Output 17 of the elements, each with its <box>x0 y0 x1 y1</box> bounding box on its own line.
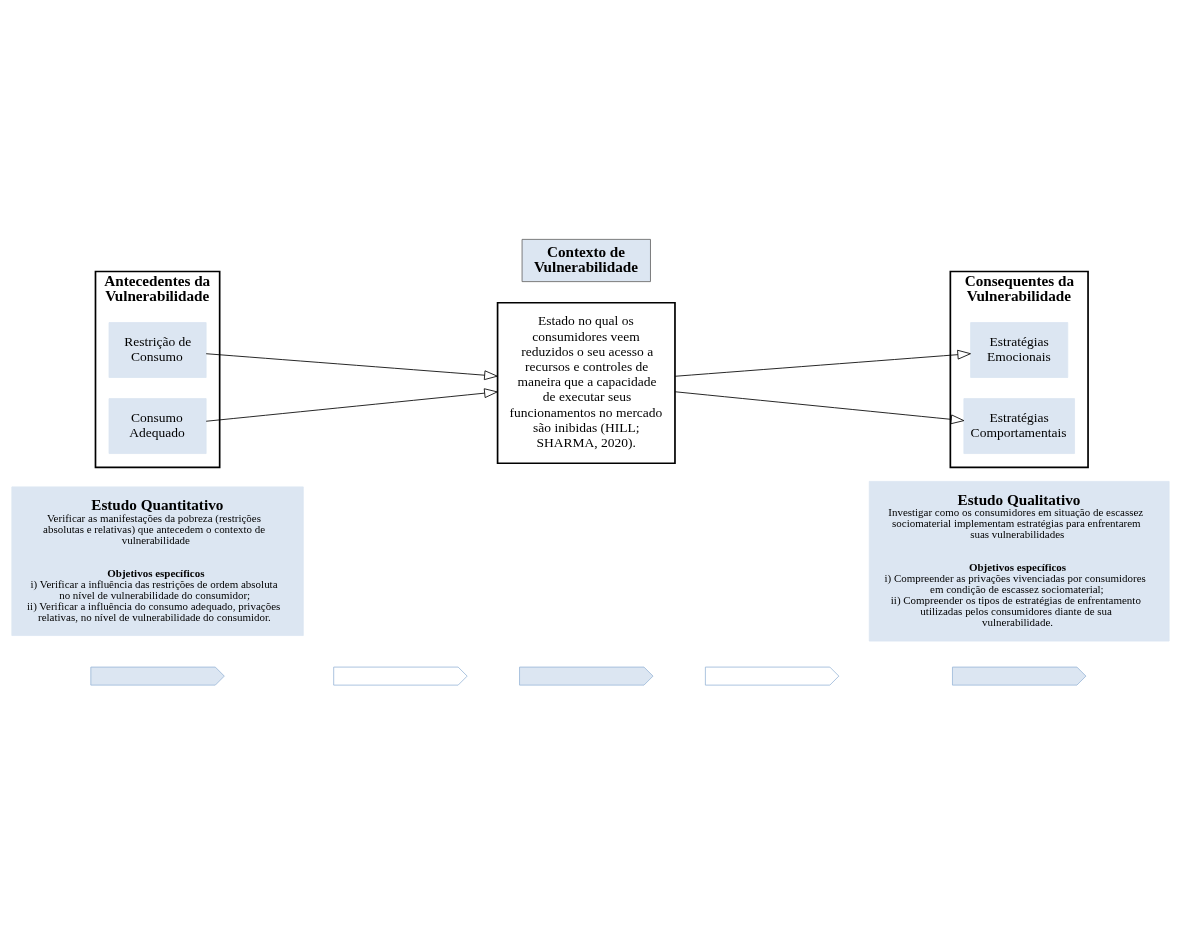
arrow <box>674 349 971 377</box>
node-box: Estudo Qualitativo Investigar como os consumidores em situação de escassez sociomaterial implementam estratégias para enfrentarem suas vulnerabilidades Objetivos específicos i) Compreender as privações vivenciadas por consumidores em condição de escassez sociomaterial; ii) Compreender os tipos de estratégias de enfrentamento utilizadas pelos consumidores diante de sua vulnerabilidade. <box>868 480 1170 642</box>
node-box: Estado no qual os consumidores veem reduzidos o seu acesso a recursos e controles de maneira que a capacidade de executar seus funcionamentos no mercado são inibidas (HILL; SHARMA, 2020). <box>496 301 676 465</box>
node-chevron <box>704 666 840 686</box>
arrow <box>205 388 498 422</box>
node-chevron <box>333 666 468 686</box>
node-box: Restrição de Consumo <box>108 322 207 378</box>
node-box: Estudo Quantitativo Verificar as manifestações da pobreza (restrições absolutas e relativas) que antecedem o contexto de vulnerabilidade Objetivos específicos i) Verificar a influência das restrições de ordem absoluta no nível de vulnerabilidade do consumidor; ii) Verificar a influência do consumo adequado, privações relativas, no nível de vulnerabilidade do consumidor. <box>11 486 304 636</box>
node-chevron <box>519 666 654 686</box>
arrow <box>674 391 965 425</box>
node-box: Consumo Adequado <box>108 398 207 454</box>
node-box: Contexto de Vulnerabilidade <box>521 238 651 283</box>
node-chevron <box>90 666 225 686</box>
arrow <box>205 353 498 381</box>
node-box: Estratégias Emocionais <box>970 322 1069 378</box>
node-box: Estratégias Comportamentais <box>963 398 1075 454</box>
node-chevron <box>952 666 1087 686</box>
